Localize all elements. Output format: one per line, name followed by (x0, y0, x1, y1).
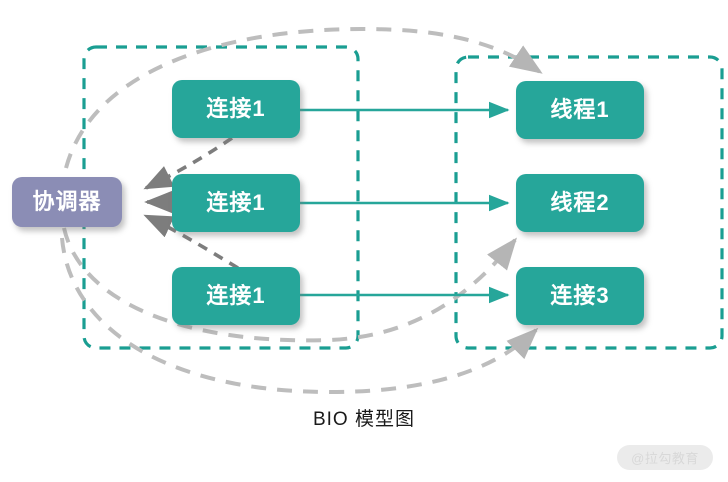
node-coordinator[interactable]: 协调器 (12, 177, 122, 227)
node-thread-1-label: 线程1 (550, 97, 610, 122)
flow-arrow-connection-1-to-coordinator (143, 136, 234, 190)
connections-group-border (82, 45, 360, 350)
node-connection-3[interactable]: 连接1 (172, 267, 300, 325)
node-thread-1[interactable]: 线程1 (516, 81, 644, 139)
node-connection-1[interactable]: 连接1 (172, 80, 300, 138)
node-connection-2[interactable]: 连接1 (172, 174, 300, 232)
node-connection-2-label: 连接1 (206, 190, 266, 215)
node-thread-3-label: 连接3 (550, 283, 610, 308)
flow-curve-coordinator-to-thread-1 (64, 26, 543, 169)
diagram-caption: BIO 模型图 (312, 409, 415, 430)
node-connection-3-label: 连接1 (206, 283, 266, 308)
flow-curve-coordinator-to-thread-2 (62, 227, 517, 343)
flow-curve-coordinator-to-thread-3 (60, 237, 539, 395)
node-thread-2[interactable]: 线程2 (516, 174, 644, 232)
flow-arrow-connection-3-to-coordinator (143, 214, 239, 270)
node-connection-1-label: 连接1 (206, 96, 266, 121)
node-coordinator-label: 协调器 (32, 189, 102, 214)
node-thread-2-label: 线程2 (550, 190, 610, 215)
node-thread-3[interactable]: 连接3 (516, 267, 644, 325)
watermark-badge: @拉勾教育 (617, 445, 713, 470)
